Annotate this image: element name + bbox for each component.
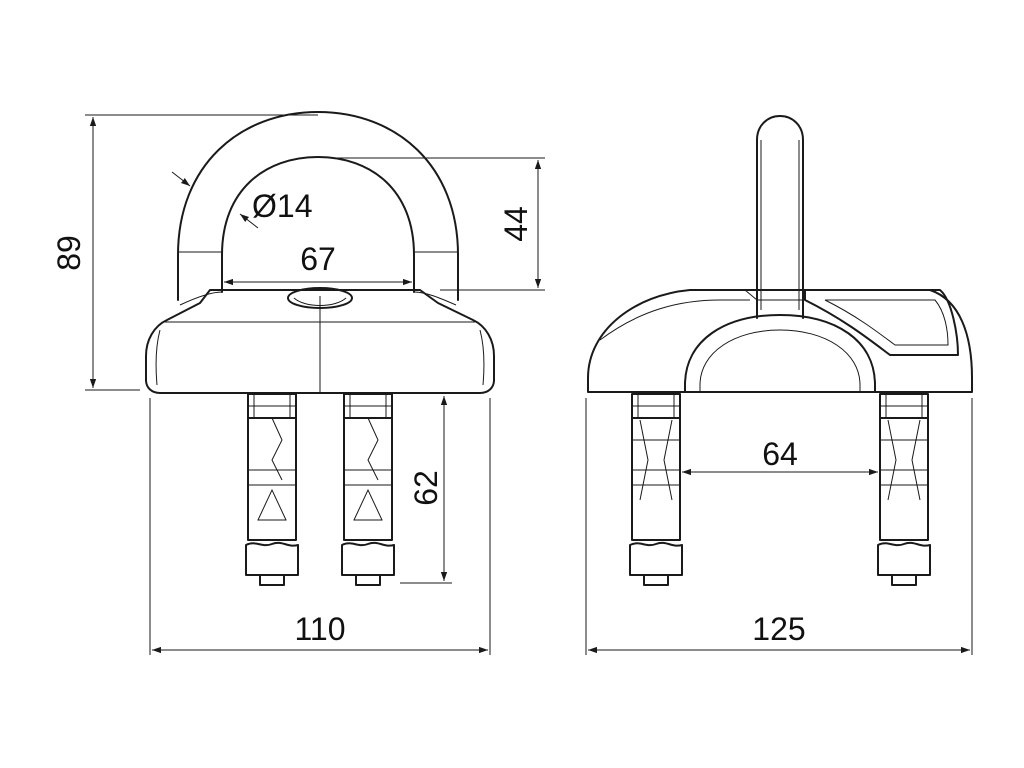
anchor-side-left xyxy=(629,393,683,586)
dim-inner-span: 67 xyxy=(224,241,412,286)
anchor-right xyxy=(341,393,395,586)
dim-shackle-diameter: Ø14 xyxy=(171,171,312,229)
dim-anchor-length-label: 62 xyxy=(408,470,444,506)
dim-overall-height: 89 xyxy=(51,114,318,391)
housing-side xyxy=(587,289,973,393)
base-plate xyxy=(145,287,495,394)
front-view: 89 Ø14 67 44 62 11 xyxy=(51,111,545,655)
dim-base-length-label: 125 xyxy=(752,611,805,647)
dim-overall-height-label: 89 xyxy=(51,235,87,271)
dim-base-width-label: 110 xyxy=(294,611,345,647)
shackle xyxy=(177,111,459,306)
dim-anchor-spacing-label: 64 xyxy=(762,436,798,472)
dim-base-width: 110 xyxy=(149,398,491,655)
side-view: 64 125 xyxy=(585,115,973,655)
dim-anchor-spacing: 64 xyxy=(682,436,878,476)
dim-inner-height: 44 xyxy=(330,157,545,291)
dim-inner-span-label: 67 xyxy=(300,241,336,277)
dim-base-length: 125 xyxy=(585,398,973,655)
anchor-left xyxy=(245,393,299,586)
shackle-side xyxy=(756,115,804,319)
dim-anchor-length: 62 xyxy=(400,396,452,584)
anchor-side-right xyxy=(877,393,931,586)
dim-inner-height-label: 44 xyxy=(498,206,534,242)
dim-shackle-diameter-label: Ø14 xyxy=(252,188,312,224)
